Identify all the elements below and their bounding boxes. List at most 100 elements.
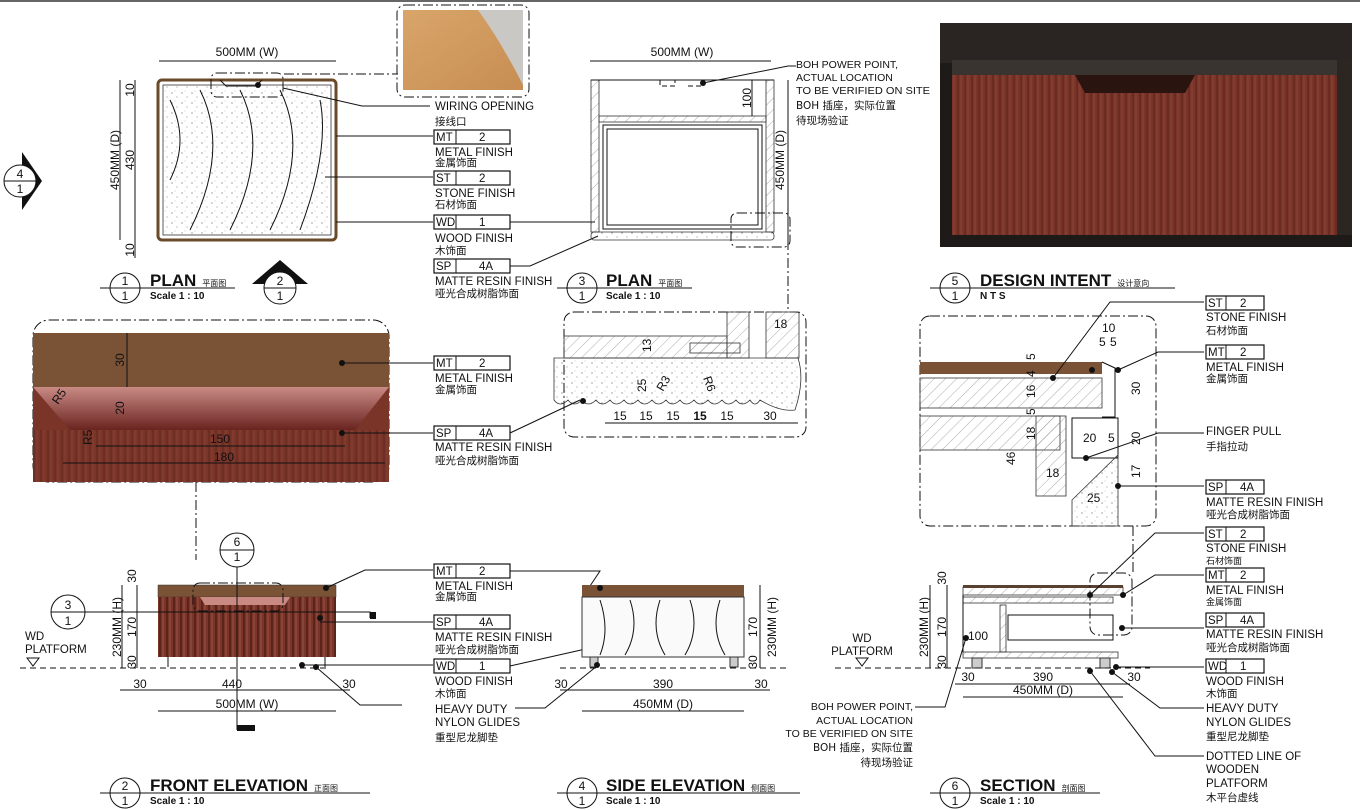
label-notes-dotted-1: WOODEN (1206, 764, 1259, 776)
path-shape (702, 65, 796, 84)
rect-shape (962, 651, 1119, 659)
path-shape (510, 221, 599, 267)
label-notes-glides-0: HEAVY DUTY (1206, 703, 1279, 715)
label-dims-detail_plan-6: 15 (639, 409, 653, 423)
path-shape (169, 89, 323, 231)
label-dims-detail_section-9: 30 (1129, 381, 1143, 395)
label-notes-glides-2: 重型尼龙脚垫 (1206, 730, 1269, 743)
rect-shape (590, 231, 775, 241)
rect-shape (433, 355, 511, 371)
label-finishes-st-code: ST (1208, 529, 1223, 541)
circle-shape (580, 398, 586, 404)
label-finishes-mt-label: METAL FINISH (435, 581, 513, 593)
rect-shape (1007, 614, 1114, 641)
label-notes-boh-2: TO BE VERIFIED ON SITE (785, 728, 913, 740)
label-views-plan3-scale: Scale 1 : 10 (606, 291, 661, 302)
label-finishes-mt-value: 2 (479, 566, 485, 578)
label-finishes-mt-label_cn: 金属饰面 (435, 383, 477, 396)
rect-shape (963, 585, 1123, 588)
section-marker-4[interactable]: 4 1 (3, 152, 42, 210)
label-dims-section-6: 30 (1127, 670, 1141, 684)
label-finishes-st-value: 2 (1240, 529, 1246, 541)
label-dims-detail_section-5: 16 (1024, 384, 1038, 398)
label-markers-m4-num: 4 (17, 167, 24, 181)
rect-shape (192, 582, 284, 612)
label-notes-boh-1: ACTUAL LOCATION (796, 72, 893, 84)
label-dims-detail_section-12: 20 (1129, 431, 1143, 445)
label-dims-detail_section-6: 5 (1024, 408, 1038, 415)
label-views-plan1-sheet: 1 (122, 289, 129, 303)
rect-shape (396, 4, 530, 98)
rect-shape (589, 656, 599, 668)
label-finishes-wd-value: 1 (479, 661, 485, 673)
label-dims-detail_plan-7: 15 (666, 409, 680, 423)
label-finishes-sp-code: SP (436, 428, 452, 440)
label-notes-finger_pull_cn: 手指拉动 (1206, 440, 1248, 453)
section-marker-6[interactable]: 6 1 (219, 532, 255, 568)
path-shape (915, 637, 967, 708)
design-intent-photo (940, 23, 1352, 247)
label-dims-front-0: 30 (125, 569, 139, 583)
label-notes-platform-1: PLATFORM (831, 646, 893, 658)
label-views-plan1-scale: Scale 1 : 10 (150, 291, 205, 302)
rect-shape (1035, 415, 1067, 497)
label-finishes-mt-value: 2 (1240, 570, 1246, 582)
label-finishes-sp-value: 4A (1240, 615, 1254, 627)
label-dims-section-2: 30 (935, 655, 949, 669)
label-finishes-st-label: STONE FINISH (1206, 543, 1286, 555)
label-dims-plan1-0: 10 (123, 83, 137, 97)
label-finishes-sp-code: SP (1208, 615, 1224, 627)
label-dims-w500: 500MM (W) (651, 45, 714, 59)
label-views-section6-sheet: 1 (952, 794, 959, 808)
path-shape (1071, 454, 1119, 527)
label-dims-plan1-2: 10 (123, 243, 137, 257)
label-finishes-sp-label_cn: 哑光合成树脂饰面 (1206, 508, 1290, 521)
label-dims-side-1: 30 (746, 655, 760, 669)
view-title-cn: 正面图 (314, 784, 338, 793)
label-dims-h230: 230MM (H) (917, 597, 931, 657)
label-views-side4-scale: Scale 1 : 10 (606, 796, 661, 807)
label-markers-m2-num: 2 (277, 274, 284, 288)
label-notes-glides-1: NYLON GLIDES (1206, 717, 1291, 729)
rect-shape (1337, 60, 1352, 235)
rect-shape (158, 597, 336, 657)
label-dims-d450: 450MM (D) (108, 130, 122, 190)
section-marker-3[interactable]: 3 1 (50, 594, 86, 630)
label-finishes-wd-label: WOOD FINISH (435, 233, 513, 245)
label-dims-side-3: 30 (754, 677, 768, 691)
label-finishes-wd-label_cn: 木饰面 (1206, 687, 1238, 700)
label-notes-dotted-3: 木平台虚线 (1206, 791, 1259, 804)
rect-shape (962, 586, 1124, 596)
path-shape (282, 87, 430, 107)
label-finishes-mt-label: METAL FINISH (1206, 362, 1284, 374)
label-finishes-st-value: 2 (479, 173, 485, 185)
rect-shape (1205, 295, 1265, 311)
section-marker-2[interactable]: 2 1 (252, 260, 308, 305)
label-finishes-sp-label: MATTE RESIN FINISH (1206, 497, 1323, 509)
path-shape (302, 569, 433, 706)
view-title: PLAN (606, 271, 652, 290)
rect-shape (730, 212, 791, 248)
label-dims-side-0: 170 (746, 617, 760, 637)
label-finishes-mt-code: MT (1208, 347, 1225, 359)
path-shape (599, 599, 726, 656)
label-dims-detail_section-13: 17 (1129, 464, 1143, 478)
view-title: PLAN (150, 271, 196, 290)
label-dims-detail_section-10: 20 (1083, 431, 1097, 445)
label-finishes-sp-code: SP (1208, 482, 1224, 494)
label-views-plan3-sheet: 1 (579, 289, 586, 303)
rect-shape (689, 342, 741, 354)
label-markers-m3-sheet: 1 (65, 614, 72, 628)
rect-shape (602, 124, 763, 230)
view-title: SIDE ELEVATION (606, 776, 745, 795)
label-dims-front-4: 440 (222, 677, 242, 691)
